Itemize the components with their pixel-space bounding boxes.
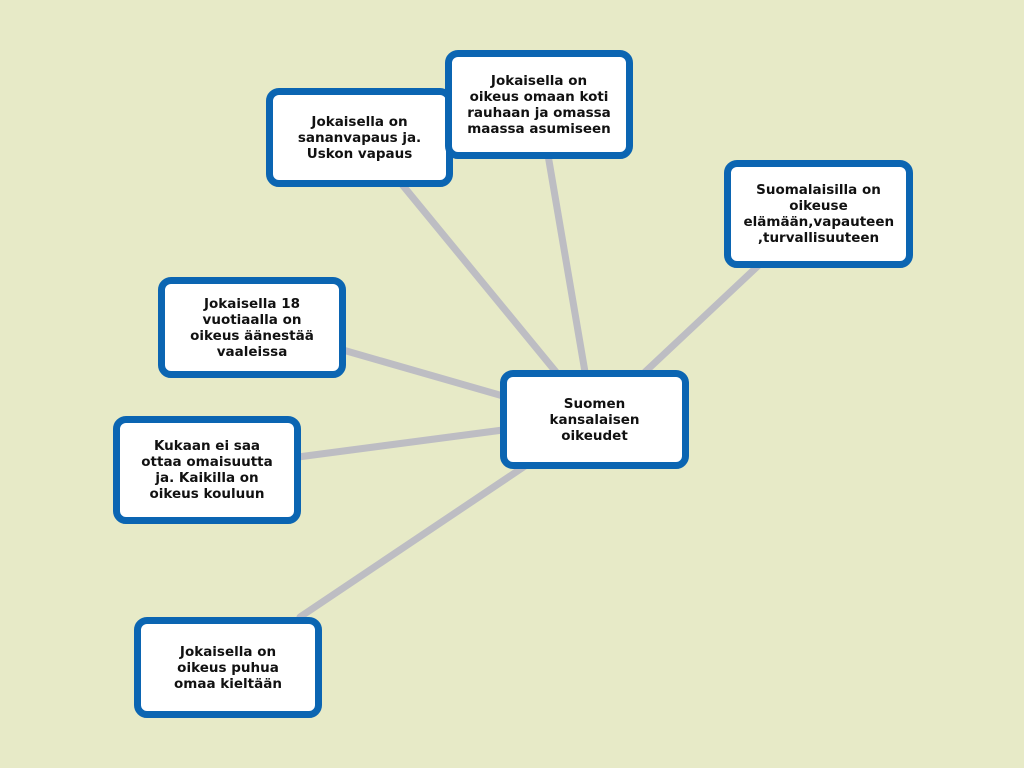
node-vote[interactable]: Jokaisella 18 vuotiaalla on oikeus äänes… — [158, 277, 346, 378]
link-home — [544, 151, 589, 376]
node-life[interactable]: Suomalaisilla on oikeuse elämään,vapaute… — [724, 160, 913, 268]
link-life — [641, 260, 764, 376]
node-home[interactable]: Jokaisella on oikeus omaan koti rauhaan … — [445, 50, 633, 159]
node-label: Jokaisella on oikeus puhua omaa kieltään — [174, 643, 282, 692]
node-label: Jokaisella on sananvapaus ja. Uskon vapa… — [297, 113, 422, 162]
link-language — [296, 462, 529, 621]
node-property[interactable]: Kukaan ei saa ottaa omaisuutta ja. Kaiki… — [113, 416, 301, 524]
node-label: Jokaisella 18 vuotiaalla on oikeus äänes… — [190, 295, 314, 360]
node-speech[interactable]: Jokaisella on sananvapaus ja. Uskon vapa… — [266, 88, 453, 187]
link-property — [294, 426, 507, 461]
node-language[interactable]: Jokaisella on oikeus puhua omaa kieltään — [134, 617, 322, 718]
link-speech — [396, 178, 560, 376]
link-vote — [339, 346, 507, 400]
node-center[interactable]: Suomen kansalaisen oikeudet — [500, 370, 689, 469]
node-label: Suomalaisilla on oikeuse elämään,vapaute… — [743, 182, 895, 246]
node-label: Kukaan ei saa ottaa omaisuutta ja. Kaiki… — [141, 438, 273, 502]
node-label: Jokaisella on oikeus omaan koti rauhaan … — [467, 72, 611, 137]
center-label: Suomen kansalaisen oikeudet — [549, 395, 640, 444]
